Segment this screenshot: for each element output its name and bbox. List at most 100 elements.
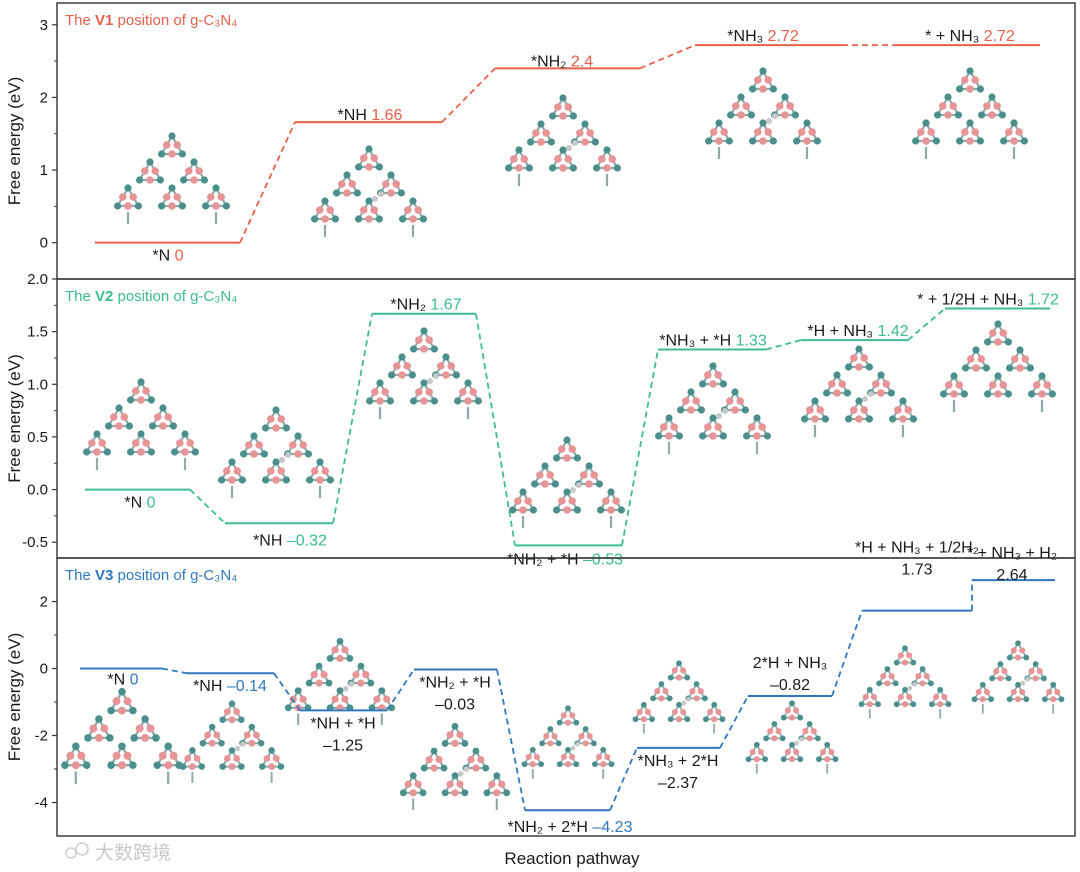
carbon-atom bbox=[966, 67, 974, 75]
carbon-atom bbox=[430, 397, 438, 405]
carbon-atom bbox=[988, 696, 994, 703]
nitrogen-atom bbox=[1054, 688, 1061, 696]
carbon-atom bbox=[884, 666, 891, 672]
carbon-atom bbox=[769, 85, 777, 93]
nitrogen-atom bbox=[977, 355, 985, 363]
carbon-atom bbox=[397, 189, 405, 197]
carbon-atom bbox=[595, 480, 603, 488]
nitrogen-atom bbox=[181, 448, 189, 456]
hydrogen-atom bbox=[907, 685, 913, 691]
nitrogen-atom bbox=[186, 439, 194, 447]
carbon-atom bbox=[149, 422, 157, 430]
nitrogen-atom bbox=[560, 753, 567, 761]
structure-v3-step-7 bbox=[745, 700, 839, 774]
nitrogen-atom bbox=[1001, 668, 1008, 675]
carbon-atom bbox=[811, 397, 819, 405]
carbon-atom bbox=[72, 742, 80, 751]
carbon-atom bbox=[125, 422, 133, 430]
hydrogen-atom bbox=[279, 457, 285, 463]
transition-v3-6 bbox=[719, 695, 749, 749]
nitrogen-atom bbox=[1036, 668, 1043, 675]
structure-v1-step-3 bbox=[505, 94, 621, 186]
nitrogen-atom bbox=[141, 733, 150, 742]
carbon-atom bbox=[336, 687, 344, 695]
carbon-atom bbox=[753, 741, 760, 748]
nitrogen-atom bbox=[294, 450, 302, 458]
nitrogen-atom bbox=[870, 693, 877, 701]
carbon-atom bbox=[294, 687, 302, 695]
nitrogen-atom bbox=[906, 652, 913, 659]
transition-v3-4 bbox=[496, 669, 526, 811]
nitrogen-atom bbox=[343, 189, 351, 197]
carbon-atom bbox=[813, 137, 821, 145]
energy-value-label: 0 bbox=[147, 495, 156, 512]
nitrogen-atom bbox=[975, 688, 982, 696]
carbon-atom bbox=[719, 716, 726, 723]
nitrogen-atom bbox=[263, 755, 271, 762]
nitrogen-atom bbox=[110, 413, 118, 421]
carbon-atom bbox=[137, 378, 145, 386]
nitrogen-atom bbox=[185, 167, 193, 175]
step-value-v3-9: 2.64 bbox=[996, 567, 1027, 584]
nitrogen-atom bbox=[425, 336, 433, 344]
carbon-atom bbox=[893, 701, 900, 708]
nitrogen-atom bbox=[882, 380, 890, 388]
carbon-atom bbox=[875, 701, 881, 708]
carbon-atom bbox=[219, 716, 226, 724]
nitrogen-atom bbox=[966, 137, 974, 145]
nitrogen-atom bbox=[949, 102, 957, 110]
carbon-atom bbox=[762, 756, 768, 763]
nitrogen-atom bbox=[828, 748, 835, 756]
carbon-atom bbox=[731, 388, 739, 396]
carbon-atom bbox=[198, 763, 205, 770]
carbon-atom bbox=[555, 740, 562, 747]
nitrogen-atom bbox=[233, 467, 241, 475]
species-label: * + 1/2H + NH₃ bbox=[917, 291, 1028, 308]
transition-v1-2 bbox=[441, 67, 496, 123]
nitrogen-atom bbox=[758, 423, 766, 431]
nitrogen-atom bbox=[336, 654, 344, 663]
nitrogen-atom bbox=[598, 155, 606, 163]
nitrogen-atom bbox=[176, 439, 184, 447]
structure-v3-step-5 bbox=[521, 705, 615, 779]
step-label-v1-1: *N 0 bbox=[152, 248, 183, 265]
carbon-atom bbox=[559, 94, 567, 102]
carbon-atom bbox=[386, 397, 394, 405]
nitrogen-atom bbox=[267, 415, 275, 423]
nitrogen-atom bbox=[382, 180, 390, 188]
nitrogen-atom bbox=[997, 675, 1004, 682]
nitrogen-atom bbox=[326, 206, 334, 214]
carbon-atom bbox=[553, 506, 561, 514]
nitrogen-atom bbox=[927, 128, 935, 136]
carbon-atom bbox=[585, 462, 593, 470]
carbon-atom bbox=[95, 715, 103, 723]
carbon-atom bbox=[667, 674, 674, 681]
nitrogen-atom bbox=[816, 406, 824, 414]
nitrogen-atom bbox=[132, 439, 140, 447]
carbon-atom bbox=[316, 458, 324, 466]
nitrogen-atom bbox=[488, 780, 496, 788]
nitrogen-atom bbox=[1014, 696, 1022, 703]
carbon-atom bbox=[472, 747, 480, 755]
carbon-atom bbox=[753, 414, 761, 422]
carbon-atom bbox=[311, 215, 319, 223]
nitrogen-atom bbox=[710, 128, 718, 136]
nitrogen-atom bbox=[321, 215, 329, 223]
carbon-atom bbox=[922, 119, 930, 127]
hydrogen-atom bbox=[234, 745, 241, 752]
nitrogen-atom bbox=[510, 155, 518, 163]
carbon-atom bbox=[410, 397, 418, 405]
nitrogen-atom bbox=[860, 354, 868, 362]
y-tick-label: -4 bbox=[35, 795, 48, 812]
carbon-atom bbox=[156, 176, 164, 184]
nitrogen-atom bbox=[118, 706, 126, 715]
nitrogen-atom bbox=[554, 155, 562, 163]
nitrogen-atom bbox=[1032, 675, 1039, 682]
nitrogen-atom bbox=[360, 154, 368, 162]
step-value-v3-8: 1.73 bbox=[901, 562, 932, 579]
nitrogen-atom bbox=[855, 363, 863, 371]
carbon-atom bbox=[843, 389, 851, 397]
carbon-atom bbox=[325, 679, 333, 687]
nitrogen-atom bbox=[168, 150, 176, 158]
carbon-atom bbox=[780, 714, 787, 721]
